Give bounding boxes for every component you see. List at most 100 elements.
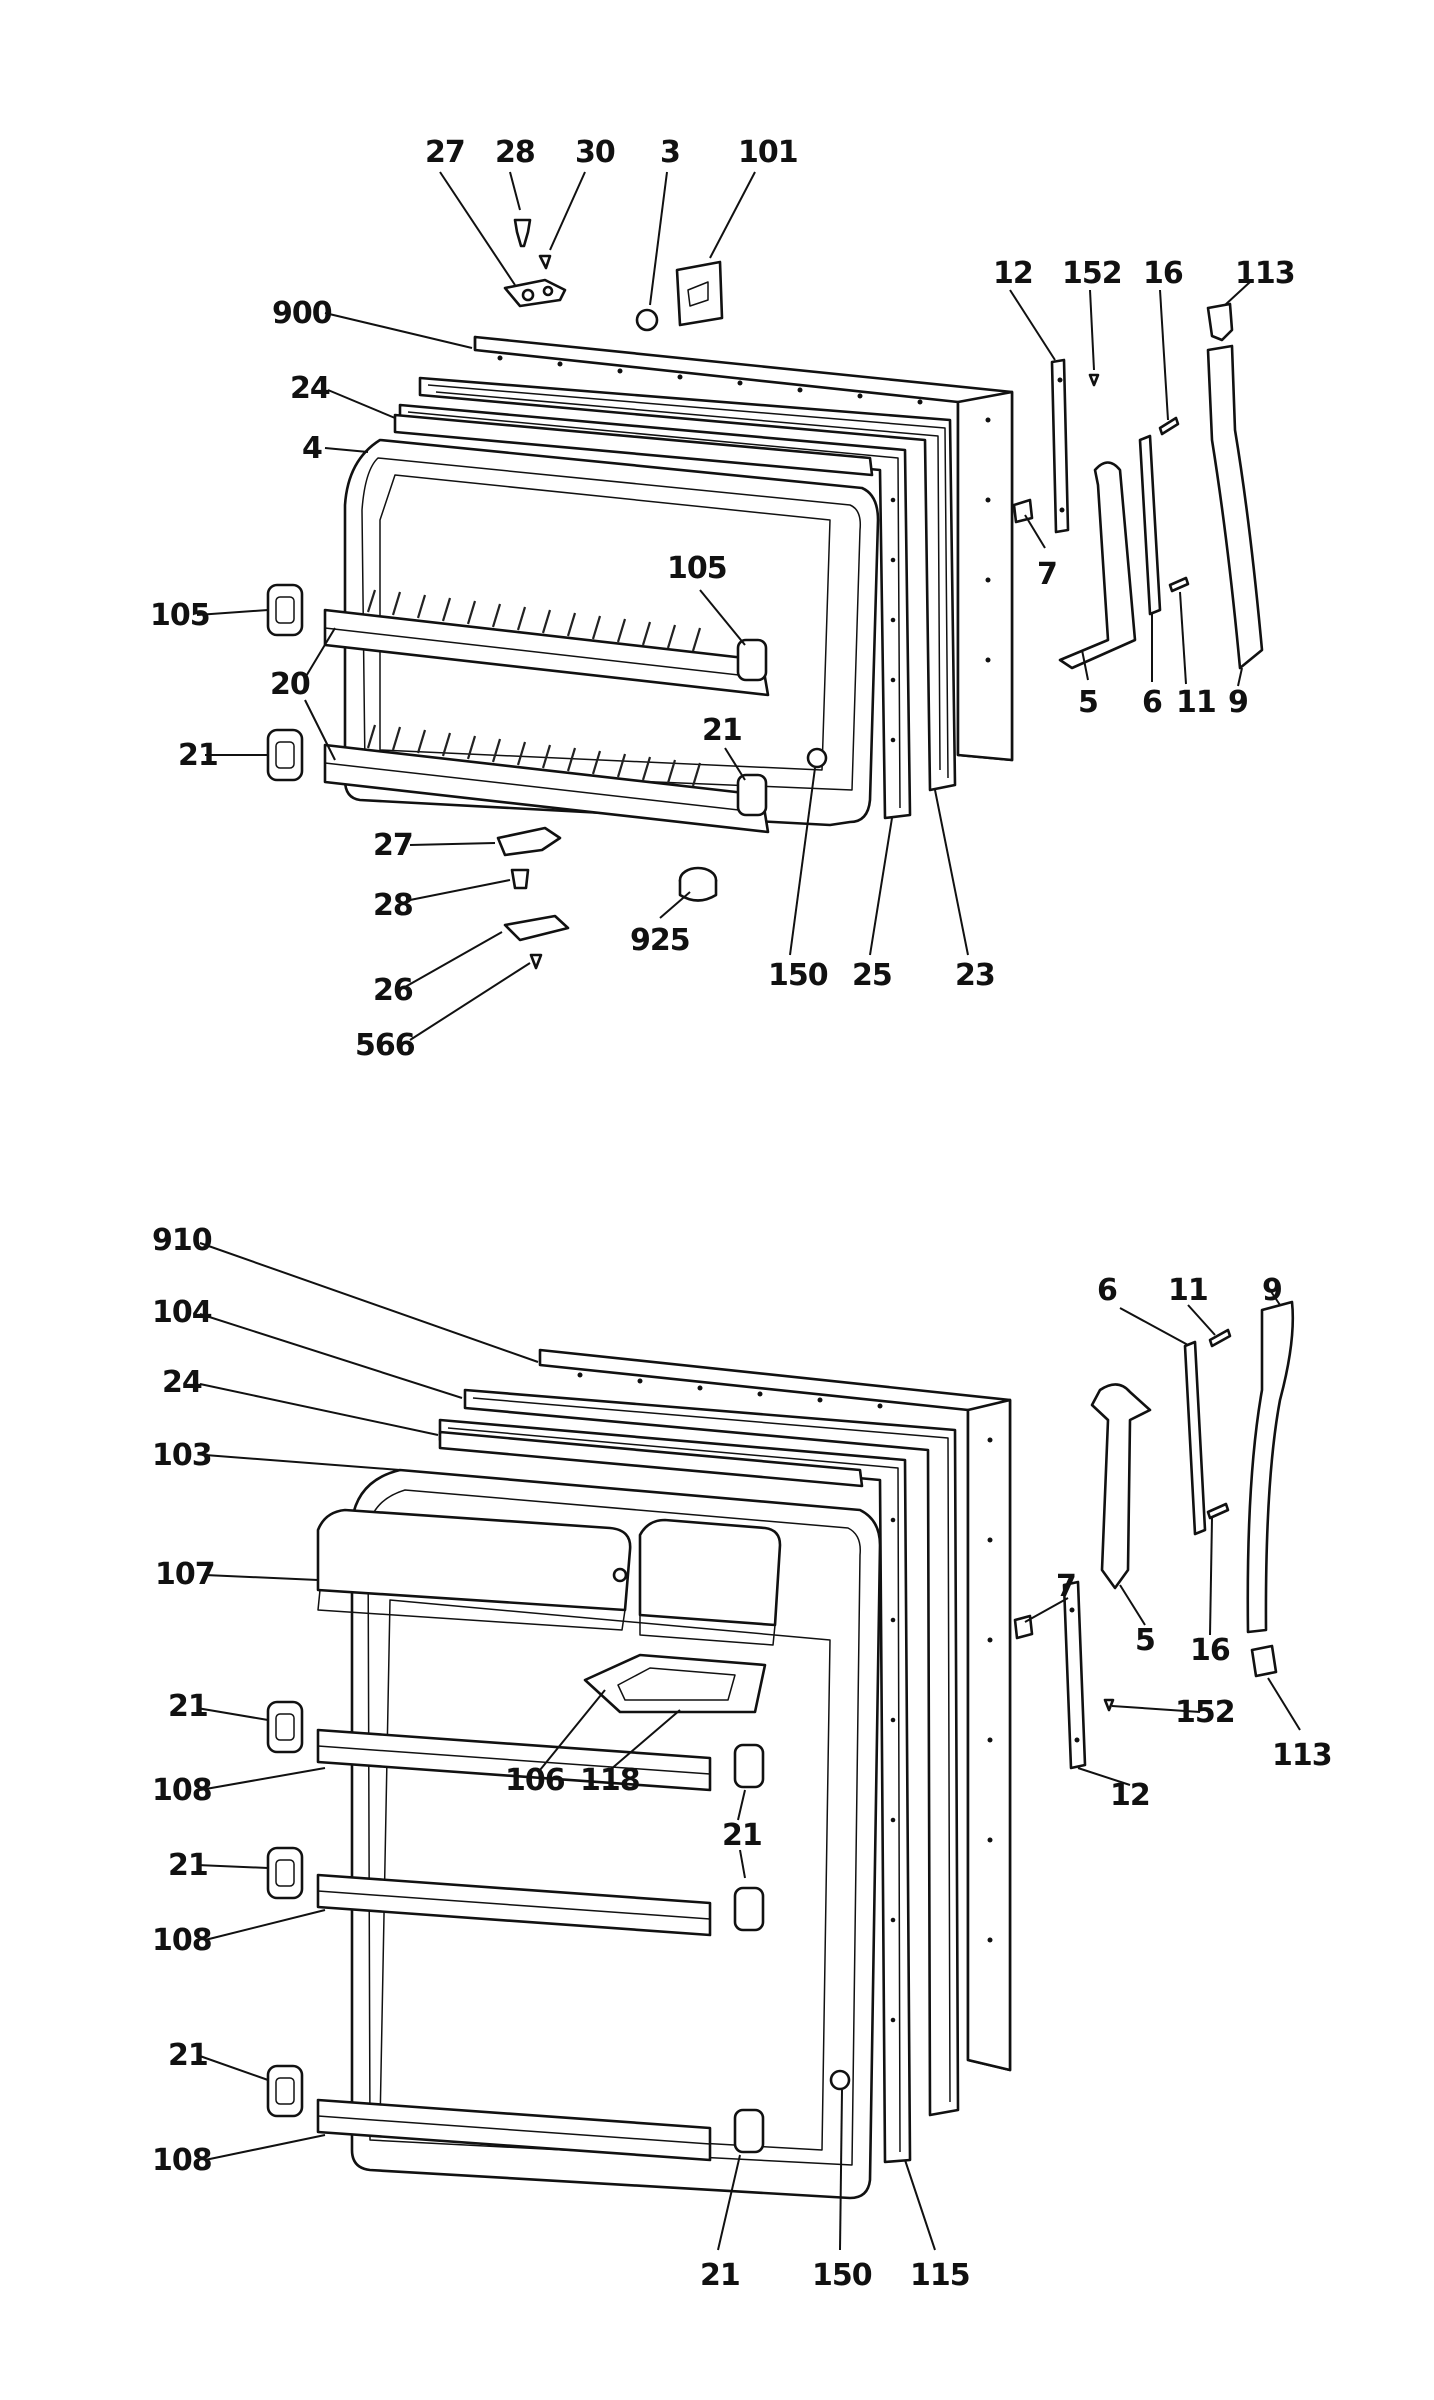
trim-end-113	[1250, 1644, 1278, 1678]
shelf-support-21	[266, 2064, 304, 2118]
callout-21: 21	[168, 1689, 208, 1724]
callout-5: 5	[1135, 1623, 1155, 1658]
callout-27: 27	[425, 135, 465, 170]
callout-113: 113	[1272, 1738, 1332, 1773]
hinge-pin-28	[513, 218, 532, 248]
callout-28: 28	[373, 888, 413, 923]
screw-16	[1158, 416, 1180, 436]
fresh-food-door-assembly	[196, 1242, 1301, 2251]
door-shelf-108	[316, 2098, 765, 2162]
callout-9: 9	[1262, 1273, 1282, 1308]
callout-105: 105	[667, 551, 727, 586]
callout-108: 108	[152, 1923, 212, 1958]
callout-21: 21	[178, 738, 218, 773]
screw-11	[1168, 576, 1190, 593]
retainer-strip-24	[438, 1430, 864, 1488]
callout-20: 20	[270, 667, 310, 702]
callout-labels: 27 28 30 3 101 12 152 16 113 900 24 4 7 …	[150, 135, 1333, 2293]
screw-11	[1208, 1328, 1232, 1348]
screw-152	[1088, 373, 1100, 387]
egg-tray-118	[583, 1653, 767, 1714]
hinge-bracket-7	[1012, 498, 1034, 524]
leader-lines-bottom	[196, 1242, 1301, 2251]
hinge-pin-28	[510, 868, 530, 890]
callout-21: 21	[168, 2038, 208, 2073]
trim-9	[1246, 1300, 1295, 1634]
callout-115: 115	[910, 2258, 970, 2293]
callout-12: 12	[993, 256, 1033, 291]
dairy-door-107	[316, 1508, 782, 1646]
callout-11: 11	[1168, 1273, 1208, 1308]
callout-104: 104	[152, 1295, 212, 1330]
trim-end-113	[1206, 302, 1234, 342]
callout-24: 24	[290, 371, 330, 406]
callout-25: 25	[852, 958, 892, 993]
callout-27: 27	[373, 828, 413, 863]
callout-23: 23	[955, 958, 995, 993]
freezer-door-assembly	[196, 171, 1264, 1041]
callout-150: 150	[768, 958, 828, 993]
outer-door-panel-900	[473, 335, 1014, 762]
shelf-support-21	[266, 728, 304, 782]
door-gasket-23	[418, 376, 957, 792]
callout-3: 3	[660, 135, 680, 170]
door-liner-103	[350, 1468, 882, 2200]
callout-28: 28	[495, 135, 535, 170]
door-liner-4	[323, 438, 880, 834]
callout-21: 21	[722, 1818, 762, 1853]
screw-30	[538, 254, 552, 270]
callout-24: 24	[162, 1365, 202, 1400]
door-gasket-104	[463, 1388, 960, 2117]
callout-106: 106	[505, 1763, 565, 1798]
callout-105: 105	[150, 598, 210, 633]
callout-152: 152	[1175, 1695, 1235, 1730]
retainer-strip-24	[393, 413, 874, 477]
cover-101	[675, 260, 724, 327]
shelf-support-21	[266, 1846, 304, 1900]
callout-103: 103	[152, 1438, 212, 1473]
callout-26: 26	[373, 973, 413, 1008]
callout-152: 152	[1062, 256, 1122, 291]
shelf-support-105	[266, 583, 304, 637]
callout-5: 5	[1078, 685, 1098, 720]
hinge-plate-26	[503, 914, 570, 942]
callout-107: 107	[155, 1557, 215, 1592]
door-shelf-108	[316, 1873, 765, 1937]
handle-mount-12	[1062, 1580, 1087, 1770]
callout-12: 12	[1110, 1778, 1150, 1813]
leader-lines-top	[196, 171, 1251, 1041]
callout-16: 16	[1143, 256, 1183, 291]
callout-113: 113	[1235, 256, 1295, 291]
bumper-925	[678, 866, 718, 902]
callout-118: 118	[580, 1763, 640, 1798]
callout-108: 108	[152, 2143, 212, 2178]
callout-7: 7	[1037, 557, 1057, 592]
outer-door-panel-910	[538, 1348, 1012, 2072]
top-hinge-27	[503, 278, 567, 308]
trim-9	[1206, 344, 1264, 670]
callout-11: 11	[1176, 685, 1216, 720]
handle-mount-12	[1050, 358, 1070, 534]
callout-16: 16	[1190, 1633, 1230, 1668]
callout-6: 6	[1142, 685, 1162, 720]
handle-5	[1058, 461, 1137, 670]
callout-21: 21	[702, 713, 742, 748]
door-shelf-108	[316, 1728, 765, 1792]
callout-101: 101	[738, 135, 798, 170]
handle-5	[1090, 1383, 1152, 1590]
callout-6: 6	[1097, 1273, 1117, 1308]
shelf-support-21	[266, 1700, 304, 1754]
screw-150	[806, 747, 828, 769]
plug-3	[635, 308, 659, 332]
handle-cover-6	[1138, 434, 1162, 616]
screw-150	[829, 2069, 851, 2091]
callout-900: 900	[272, 296, 332, 331]
callout-21: 21	[700, 2258, 740, 2293]
callout-150: 150	[812, 2258, 872, 2293]
screw-16	[1206, 1502, 1230, 1520]
callout-30: 30	[575, 135, 615, 170]
callout-925: 925	[630, 923, 690, 958]
callout-108: 108	[152, 1773, 212, 1808]
callout-4: 4	[302, 431, 322, 466]
